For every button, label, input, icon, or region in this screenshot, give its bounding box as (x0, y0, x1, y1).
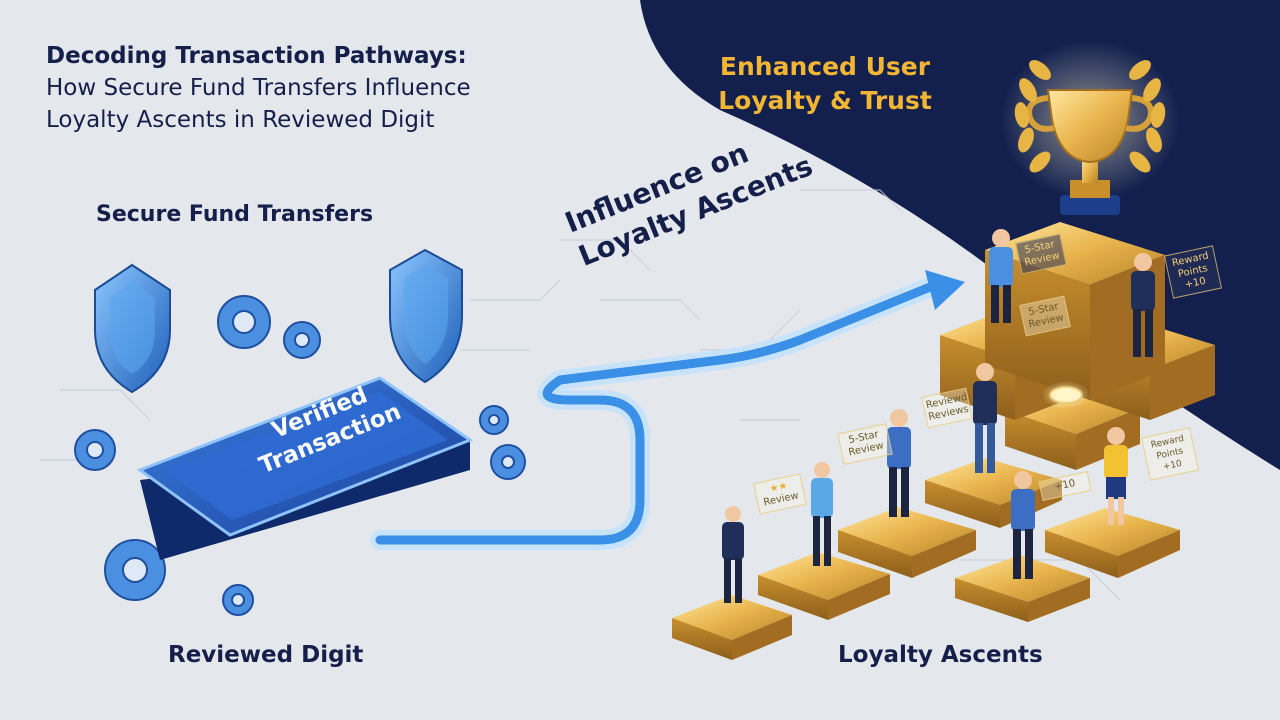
enhanced-line-2: Loyalty & Trust (718, 86, 932, 115)
circuit-lines (40, 189, 1121, 601)
secure-transfers-label: Secure Fund Transfers (96, 202, 374, 227)
person-icon (989, 229, 1013, 323)
title-line-1: Decoding Transaction Pathways: (46, 43, 467, 69)
person-icon (1104, 427, 1128, 525)
title-line-2: How Secure Fund Transfers Influence (46, 75, 471, 101)
person-icons (722, 229, 1155, 603)
laurel-icon (1014, 60, 1166, 173)
gear-icons (74, 295, 526, 616)
title-line-3: Loyalty Ascents in Reviewed Digit (46, 107, 435, 133)
arrow-path-icon (370, 270, 965, 550)
reviewed-digit-label: Reviewed Digit (168, 642, 364, 668)
person-icon (811, 462, 833, 566)
enhanced-loyalty-heading: Enhanced User Loyalty & Trust (700, 50, 950, 118)
loyalty-ascents-label: Loyalty Ascents (838, 642, 1043, 668)
shield-icon-left (94, 263, 171, 394)
tablet (136, 376, 474, 560)
person-icon (1011, 471, 1035, 579)
enhanced-line-1: Enhanced User (719, 52, 931, 81)
person-icon (973, 363, 997, 473)
person-icon (1131, 253, 1155, 357)
coin-icon (1042, 381, 1090, 409)
person-icon (887, 409, 911, 517)
person-icon (722, 506, 744, 603)
page-title: Decoding Transaction Pathways: How Secur… (46, 40, 606, 136)
shield-icon-right (389, 248, 463, 384)
